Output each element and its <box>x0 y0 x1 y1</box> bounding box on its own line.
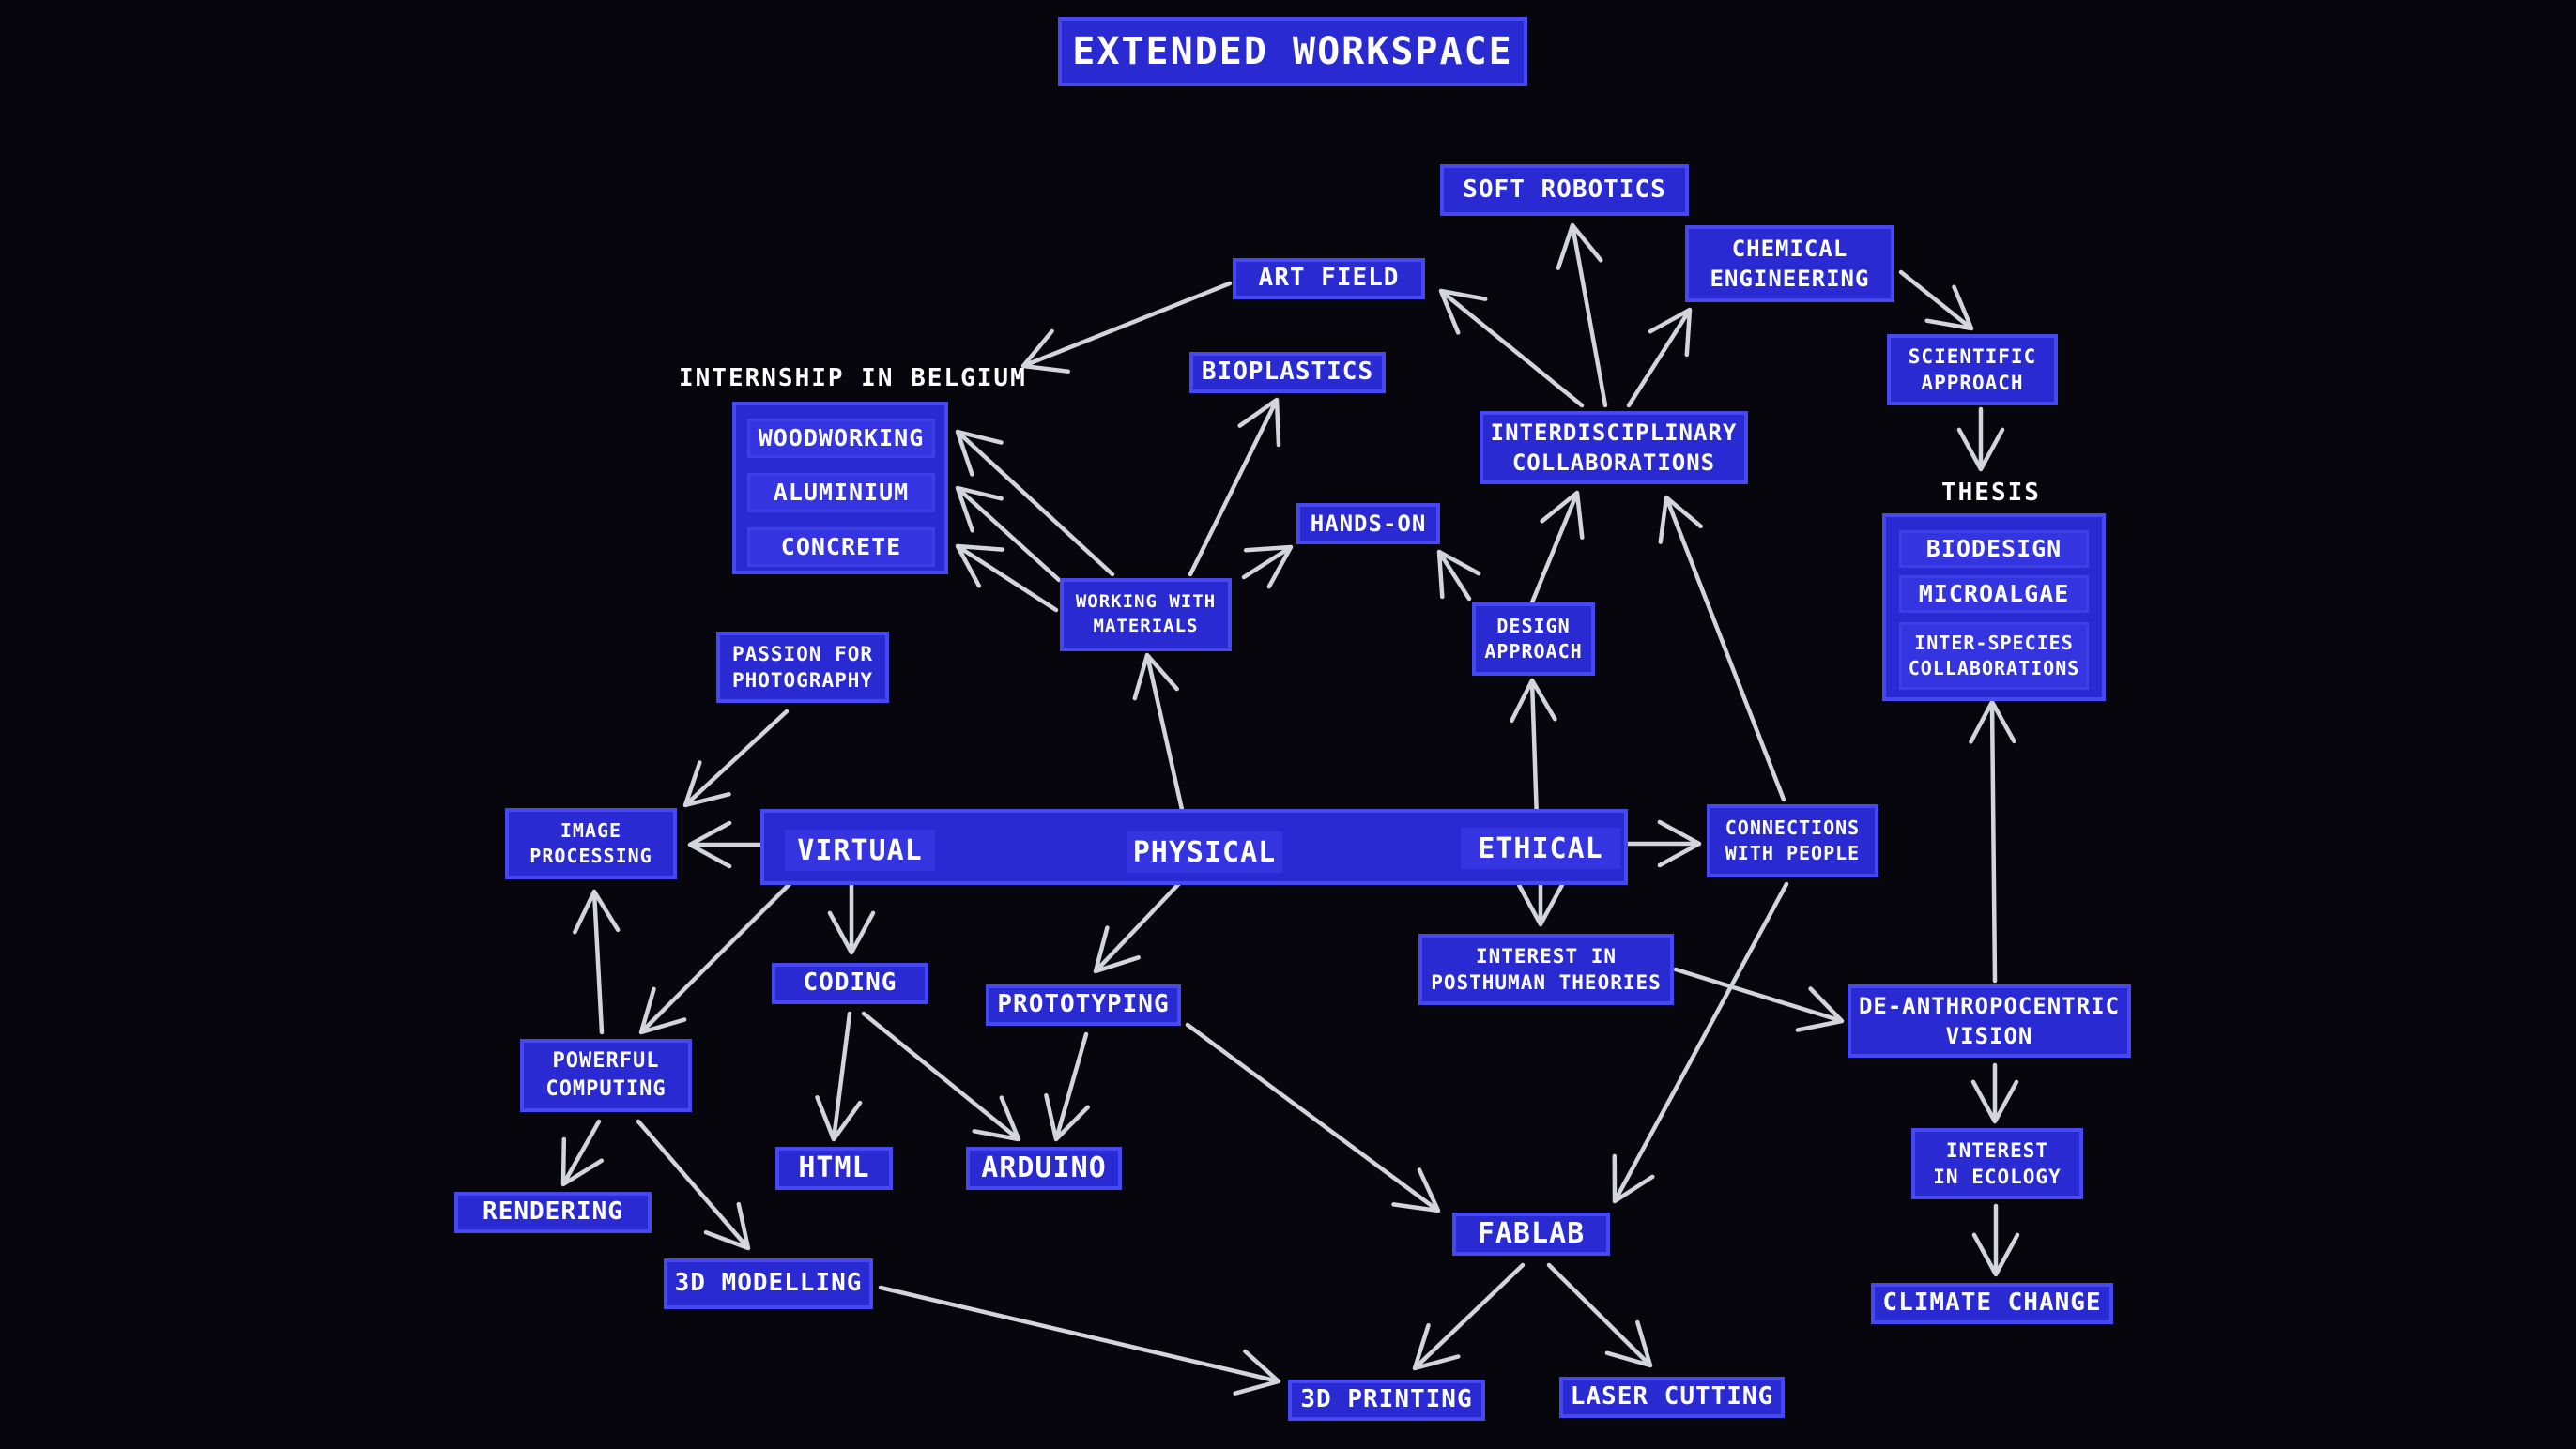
node-arduino: ARDUINO <box>966 1147 1122 1190</box>
arrow-de-anthropocentric-to-thesis <box>1969 699 2016 984</box>
node-prototyping: PROTOTYPING <box>986 984 1181 1026</box>
arrow-scientific-to-thesis <box>1956 406 2005 472</box>
arrow-computing-to-3d-modelling <box>636 1119 751 1251</box>
internship-item-concrete: CONCRETE <box>747 527 935 567</box>
arrow-prototyping-to-fablab <box>1185 1022 1441 1213</box>
internship-item-aluminium: ALUMINIUM <box>747 473 935 512</box>
node-design-approach: DESIGN APPROACH <box>1472 602 1595 676</box>
arrow-virtual-to-powerful-computing <box>638 865 808 1035</box>
arrow-fablab-to-3d-printing <box>1412 1262 1526 1371</box>
arrow-ethical-to-design <box>1510 678 1557 823</box>
node-image-processing: IMAGE PROCESSING <box>505 808 677 879</box>
arrow-art-field-to-internship <box>1020 281 1233 374</box>
node-interest-in-posthuman-theories: INTEREST IN POSTHUMAN THEORIES <box>1418 934 1674 1005</box>
internship-label: INTERNSHIP IN BELGIUM <box>679 364 1027 392</box>
thesis-item-microalgae: MICROALGAE <box>1899 575 2089 613</box>
thesis-item-biodesign: BIODESIGN <box>1899 530 2089 568</box>
arrow-materials-to-hands-on <box>1241 544 1294 589</box>
node-working-with-materials: WORKING WITH MATERIALS <box>1060 578 1232 651</box>
node-fablab: FABLAB <box>1452 1213 1610 1256</box>
arrow-virtual-to-coding <box>827 872 876 955</box>
arrow-connections-to-interdisciplinary <box>1658 495 1786 802</box>
node-powerful-computing: POWERFUL COMPUTING <box>520 1039 692 1112</box>
arrow-coding-to-arduino <box>861 1011 1021 1142</box>
arrow-design-to-hands-on <box>1436 549 1481 602</box>
arrow-fablab-to-laser-cutting <box>1546 1262 1653 1368</box>
arrow-virtual-to-image-processing <box>687 820 774 869</box>
node-interest-in-ecology: INTEREST IN ECOLOGY <box>1911 1128 2083 1199</box>
arrow-prototyping-to-arduino <box>1044 1031 1090 1142</box>
node-climate-change: CLIMATE CHANGE <box>1871 1283 2113 1324</box>
arrow-interdisciplinary-to-art-field <box>1438 288 1585 408</box>
arrow-design-to-interdisciplinary <box>1529 490 1585 605</box>
arrow-3d-modelling-to-3d-printing <box>878 1285 1281 1396</box>
arrow-interdisciplinary-to-soft-robotics <box>1556 222 1608 408</box>
arrow-chemical-to-scientific <box>1898 269 1974 331</box>
core-physical: PHYSICAL <box>1127 831 1282 873</box>
node-interdisciplinary-collaborations: INTERDISCIPLINARY COLLABORATIONS <box>1480 411 1748 484</box>
node-rendering: RENDERING <box>454 1192 652 1233</box>
node-passion-for-photography: PASSION FOR PHOTOGRAPHY <box>716 632 889 703</box>
arrow-interdisciplinary-to-chemical <box>1626 307 1693 408</box>
node-coding: CODING <box>772 963 928 1004</box>
arrow-posthuman-to-de-anthropocentric <box>1673 967 1845 1032</box>
node-soft-robotics: SOFT ROBOTICS <box>1440 164 1689 216</box>
node-3d-modelling: 3D MODELLING <box>664 1258 873 1309</box>
node-hands-on: HANDS-ON <box>1296 503 1440 544</box>
thesis-group: BIODESIGN MICROALGAE INTER-SPECIES COLLA… <box>1882 513 2106 701</box>
thesis-label: THESIS <box>1941 479 2041 507</box>
thesis-item-inter-species-collaborations: INTER-SPECIES COLLABORATIONS <box>1899 622 2089 690</box>
node-art-field: ART FIELD <box>1233 258 1425 299</box>
arrow-materials-to-aluminium <box>955 485 1062 583</box>
core-virtual: VIRTUAL <box>785 830 935 871</box>
arrow-coding-to-html <box>815 1011 863 1142</box>
node-connections-with-people: CONNECTIONS WITH PEOPLE <box>1707 804 1878 877</box>
arrow-de-anthropocentric-to-ecology <box>1970 1062 2019 1124</box>
node-3d-printing: 3D PRINTING <box>1288 1380 1485 1421</box>
arrow-physical-to-prototyping <box>1093 872 1190 974</box>
node-de-anthropocentric-vision: DE-ANTHROPOCENTRIC VISION <box>1848 984 2131 1058</box>
internship-group: WOODWORKING ALUMINIUM CONCRETE <box>732 402 948 574</box>
node-laser-cutting: LASER CUTTING <box>1559 1377 1785 1418</box>
arrow-computing-to-image-processing <box>573 889 621 1035</box>
node-bioplastics: BIOPLASTICS <box>1189 352 1386 393</box>
arrow-materials-to-woodworking <box>955 429 1115 577</box>
arrow-connections-to-fablab <box>1612 881 1789 1204</box>
arrow-materials-to-concrete <box>955 543 1059 613</box>
arrow-physical-to-working-with-materials <box>1132 652 1188 825</box>
core-band: VIRTUAL PHYSICAL ETHICAL <box>760 809 1628 885</box>
arrow-materials-to-bioplastics <box>1188 397 1281 577</box>
arrow-ethical-to-connections <box>1619 819 1702 868</box>
page-title: EXTENDED WORKSPACE <box>1058 17 1527 86</box>
node-scientific-approach: SCIENTIFIC APPROACH <box>1887 334 2058 405</box>
arrow-ecology-to-climate-change <box>1971 1203 2020 1277</box>
arrow-photography-to-image-processing <box>682 709 790 808</box>
core-ethical: ETHICAL <box>1461 828 1620 869</box>
internship-item-woodworking: WOODWORKING <box>747 419 935 458</box>
arrow-computing-to-rendering <box>560 1119 605 1187</box>
node-chemical-engineering: CHEMICAL ENGINEERING <box>1685 225 1894 302</box>
node-html: HTML <box>775 1147 893 1190</box>
